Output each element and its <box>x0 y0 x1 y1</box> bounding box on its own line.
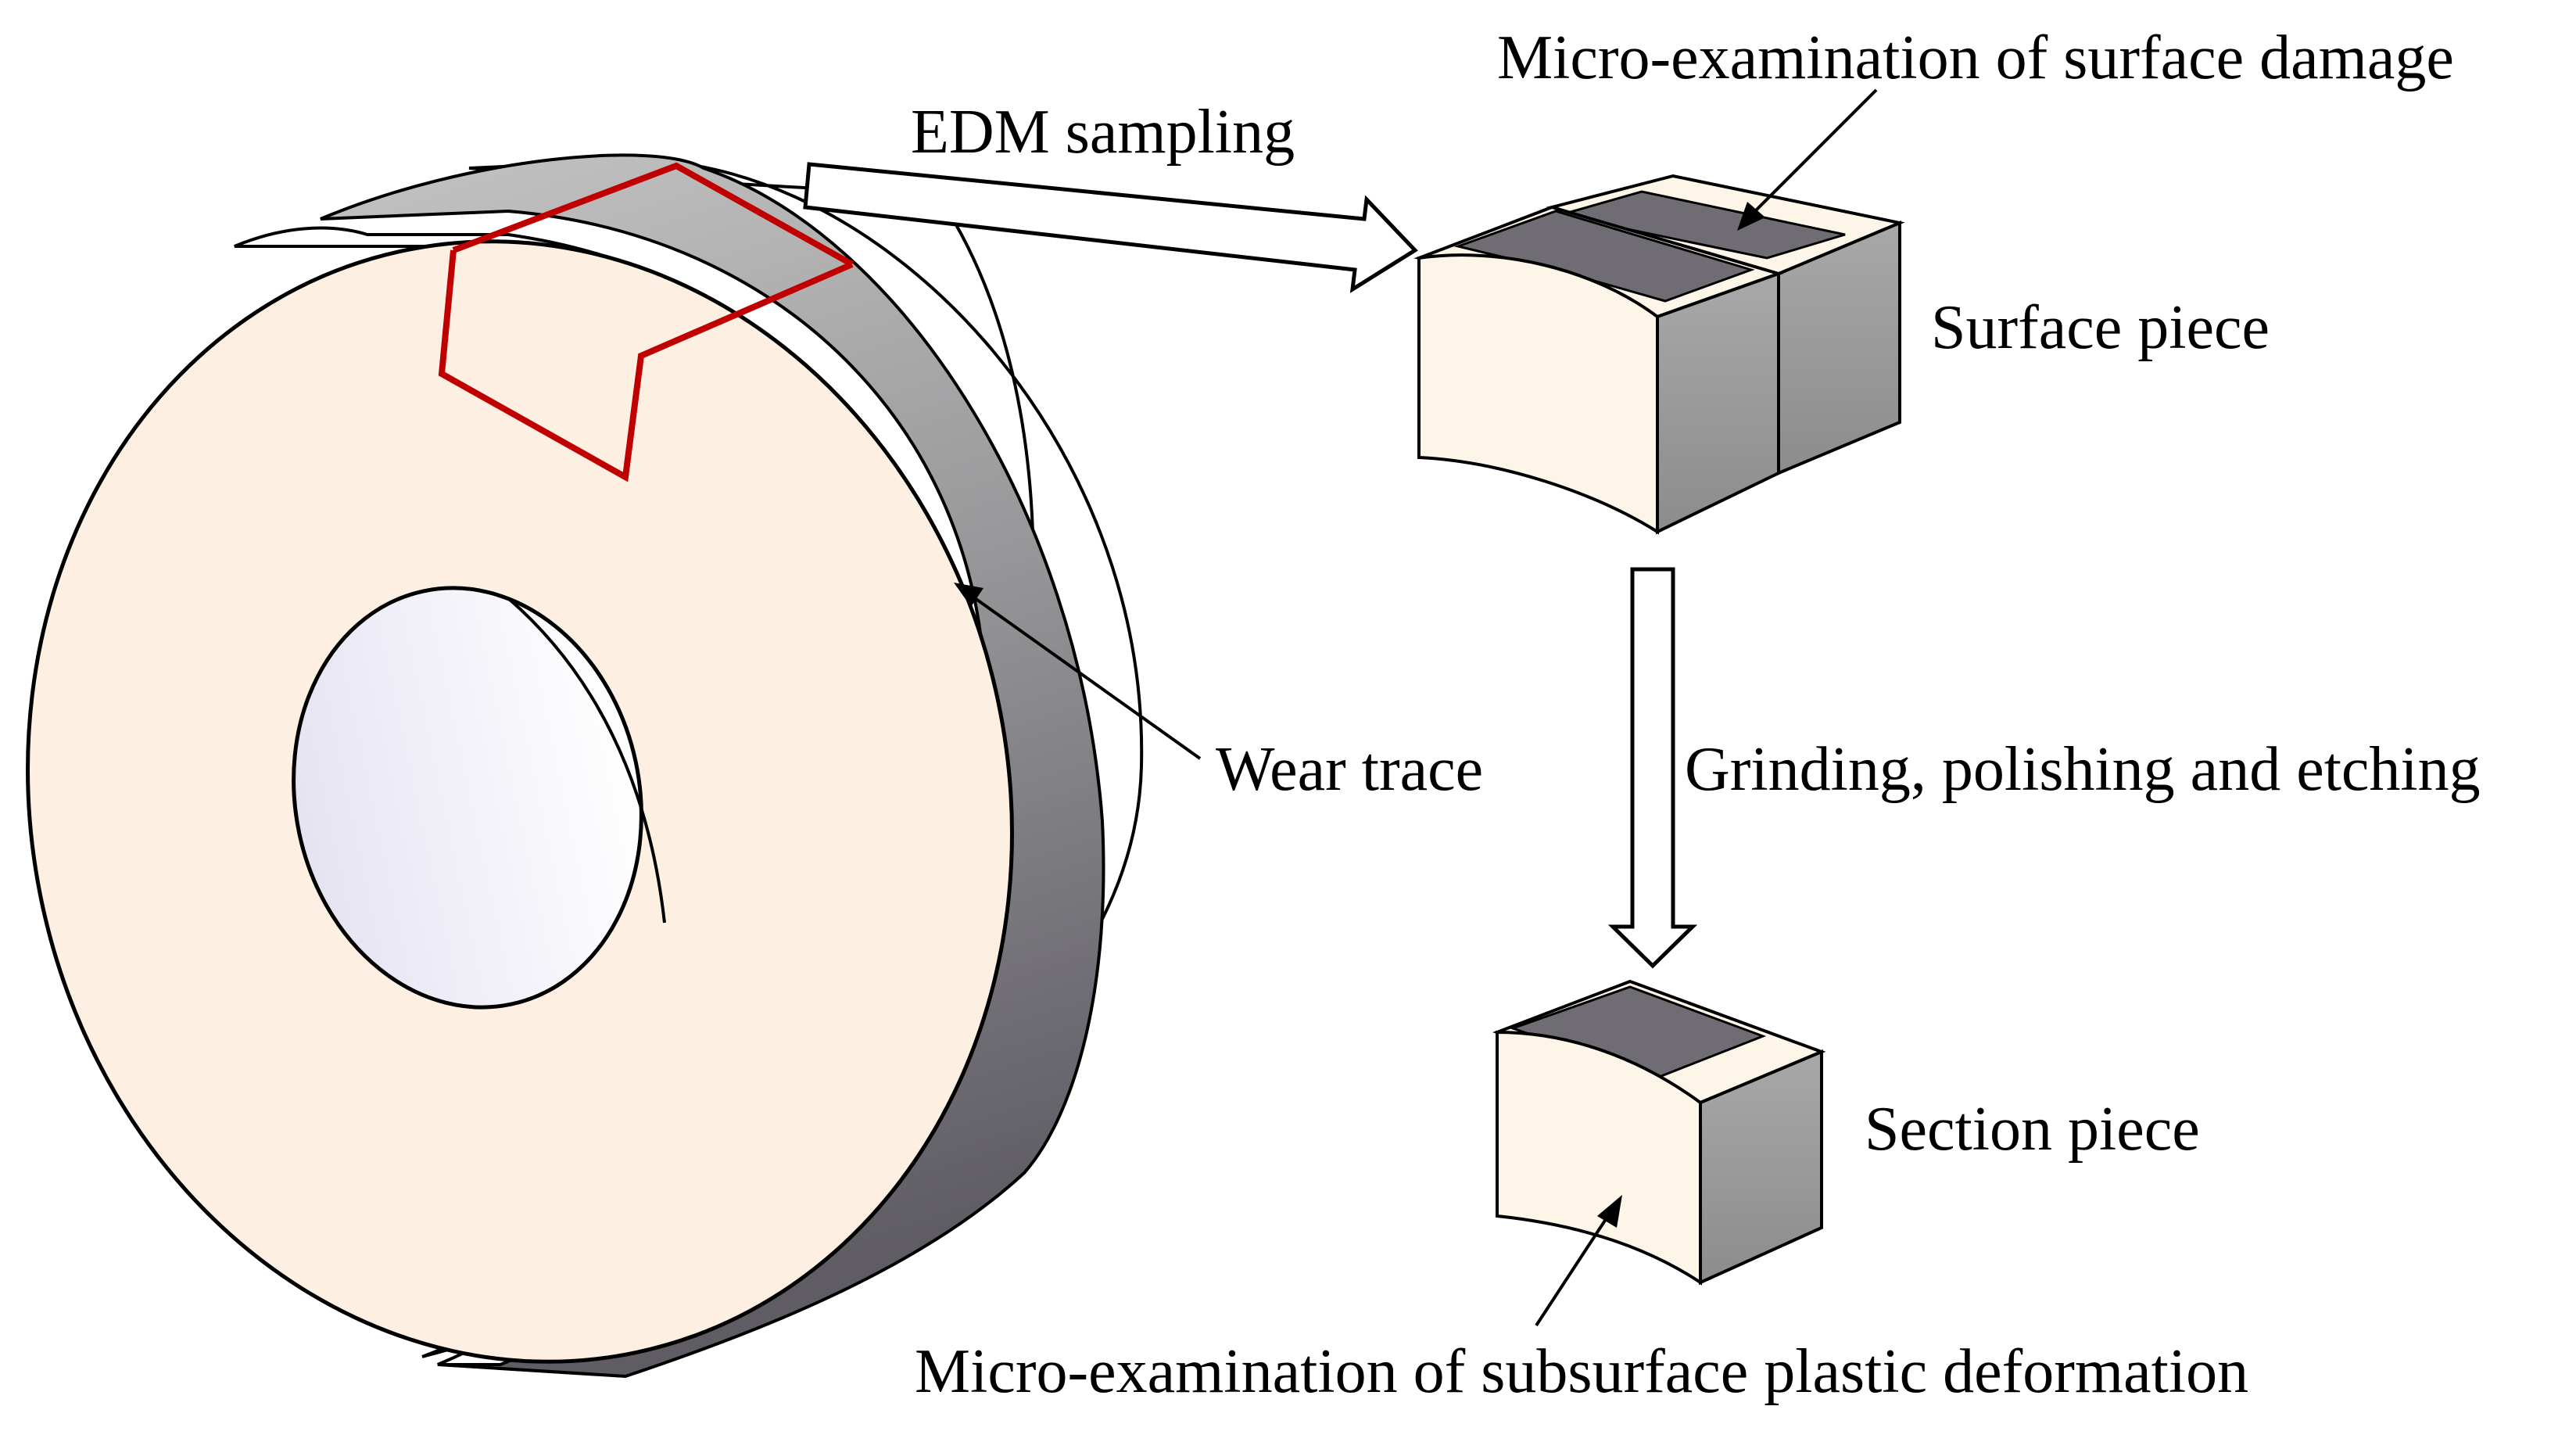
wheel <box>26 153 1144 1379</box>
micro-surface-label: Micro-examination of surface damage <box>1497 23 2454 92</box>
micro-surface-arrowhead <box>1737 202 1765 231</box>
surface-piece-front <box>1417 253 1659 535</box>
micro-subsurface-arrowhead <box>1597 1195 1622 1228</box>
cut-outline-face <box>438 249 854 482</box>
wear-trace-arrowhead <box>954 583 983 607</box>
surface-piece-left-side <box>1656 271 1780 535</box>
grinding-label: Grinding, polishing and etching <box>1685 735 2481 804</box>
edm-arrow <box>803 162 1418 293</box>
surface-piece-label: Surface piece <box>1931 293 2270 362</box>
micro-surface-pointer <box>1750 88 1878 217</box>
wear-trace-label: Wear trace <box>1216 735 1483 804</box>
surface-piece <box>1413 174 1905 535</box>
section-piece <box>1492 979 1826 1286</box>
micro-subsurface-pointer <box>1535 1211 1612 1327</box>
cut-outline <box>452 162 854 267</box>
micro-subsurface-label: Micro-examination of subsurface plastic … <box>915 1337 2248 1406</box>
wear-trace-pointer <box>968 593 1202 760</box>
wheel-bore <box>292 586 643 1010</box>
wheel-bore-inner-edge <box>507 597 666 924</box>
process-arrow <box>1607 567 1698 969</box>
section-piece-label: Section piece <box>1865 1095 2200 1164</box>
edm-sampling-label: EDM sampling <box>911 98 1295 167</box>
section-piece-front <box>1496 1030 1702 1286</box>
